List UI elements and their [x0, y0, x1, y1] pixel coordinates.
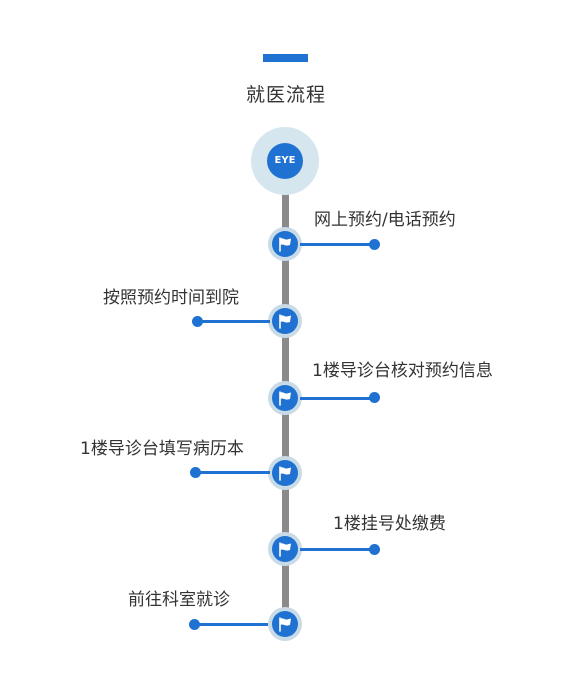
step-1-node	[268, 227, 302, 261]
flag-icon	[279, 391, 291, 406]
step-2-connector	[198, 320, 270, 323]
step-2-label: 按照预约时间到院	[103, 288, 239, 308]
step-5-node	[268, 532, 302, 566]
step-5-dot	[369, 544, 380, 555]
flag-icon	[279, 466, 291, 481]
step-3-dot	[369, 392, 380, 403]
step-3-label: 1楼导诊台核对预约信息	[312, 361, 493, 381]
step-5-connector	[300, 548, 372, 551]
step-4-connector	[198, 471, 270, 474]
page-title: 就医流程	[245, 84, 326, 106]
step-6-dot	[189, 619, 200, 630]
flag-icon	[279, 237, 291, 252]
step-2-dot	[192, 316, 203, 327]
step-3-connector	[300, 397, 372, 400]
step-4-dot	[190, 467, 201, 478]
step-2-node	[268, 304, 302, 338]
step-1-label: 网上预约/电话预约	[314, 210, 456, 230]
step-6-node	[268, 607, 302, 641]
step-4-label: 1楼导诊台填写病历本	[80, 439, 244, 459]
step-1-connector	[300, 243, 372, 246]
step-6-label: 前往科室就诊	[128, 590, 230, 610]
step-4-node	[268, 456, 302, 490]
flag-icon	[279, 617, 291, 632]
flag-icon	[279, 314, 291, 329]
title-accent-bar	[263, 54, 308, 62]
step-1-dot	[369, 239, 380, 250]
step-3-node	[268, 381, 302, 415]
eye-badge: EYE	[267, 143, 303, 179]
step-6-connector	[196, 623, 268, 626]
flag-icon	[279, 542, 291, 557]
step-5-label: 1楼挂号处缴费	[333, 514, 446, 534]
